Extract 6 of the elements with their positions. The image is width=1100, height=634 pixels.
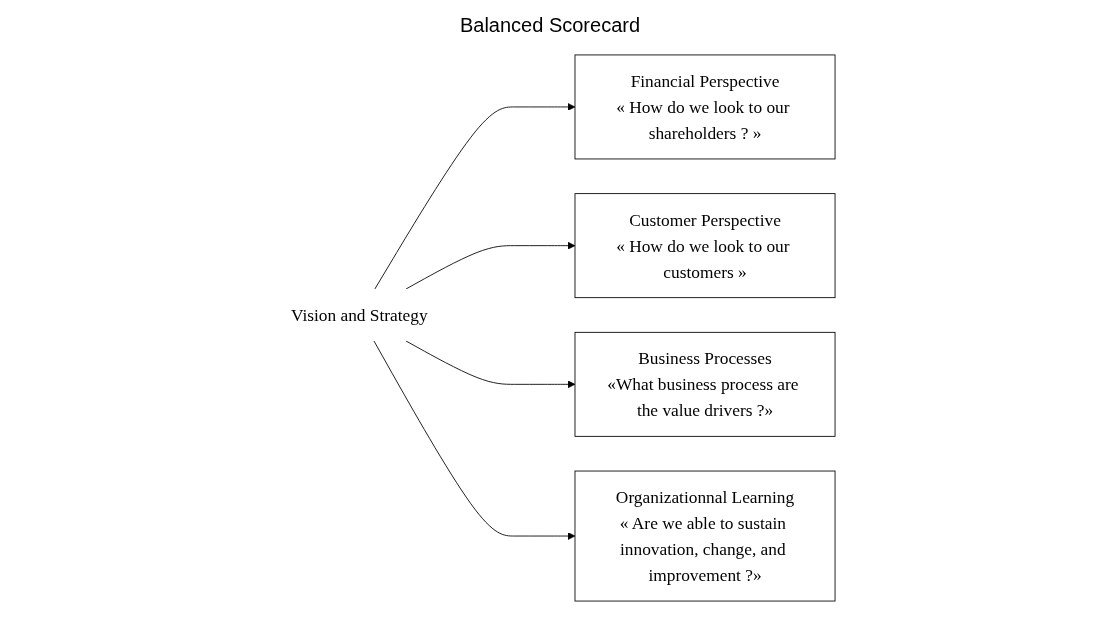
node-box: Organizationnal Learning « Are we able to sustain innovation, change, and improvement ?» [574, 470, 836, 602]
node-text: Vision and Strategy [290, 305, 428, 325]
node-box: Business Processes «What business process are the value drivers ?» [574, 331, 836, 437]
diagram-title: Balanced Scorecard [458, 14, 642, 37]
node-box: Customer Perspective « How do we look to our customers » [574, 193, 836, 299]
node-box: Financial Perspective « How do we look to our shareholders ? » [574, 54, 836, 160]
